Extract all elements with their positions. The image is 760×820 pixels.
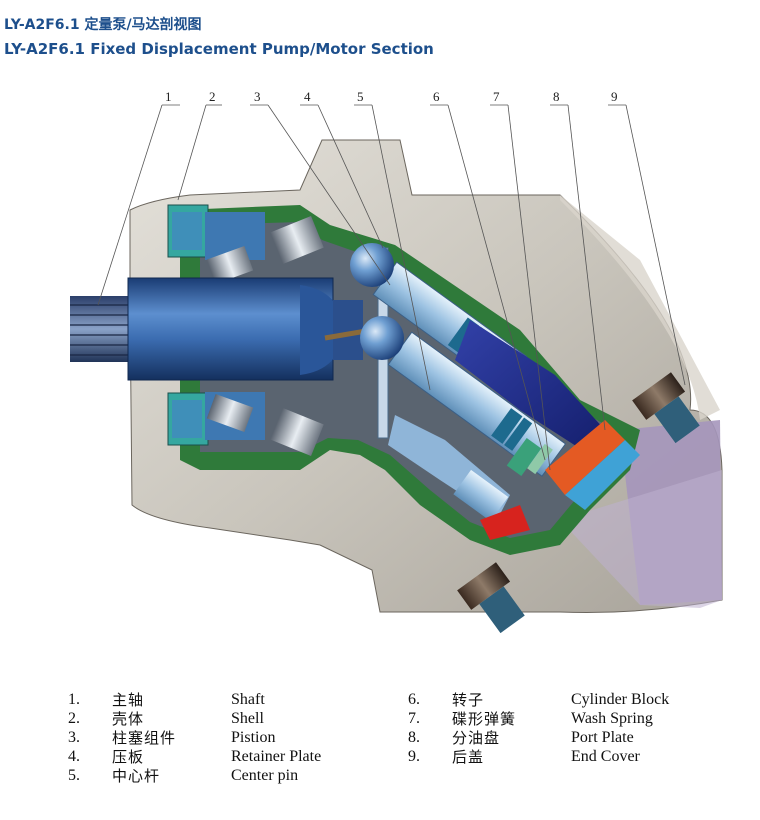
legend-english: End Cover <box>571 748 640 765</box>
legend-chinese: 分油盘 <box>452 729 501 747</box>
callout-5: 5 <box>357 89 364 104</box>
legend-item: 4. 压板 Retainer Plate <box>68 747 368 767</box>
parts-legend: 1. 主轴 Shaft 2. 壳体 Shell 3. 柱塞组件 Pistion … <box>0 690 760 800</box>
legend-item: 3. 柱塞组件 Pistion <box>68 728 368 748</box>
legend-chinese: 柱塞组件 <box>112 729 177 747</box>
legend-item: 5. 中心杆 Center pin <box>68 766 368 786</box>
legend-english: Shaft <box>231 691 265 708</box>
legend-number: 1. <box>68 691 80 708</box>
callout-4: 4 <box>304 89 311 104</box>
callout-2: 2 <box>209 89 216 104</box>
cylinder-block <box>388 320 605 522</box>
section-drawing: 1 2 3 4 5 6 7 8 9 <box>70 89 723 634</box>
legend-english: Port Plate <box>571 729 634 746</box>
legend-english: Retainer Plate <box>231 748 322 765</box>
legend-number: 4. <box>68 748 80 765</box>
legend-chinese: 中心杆 <box>112 767 161 785</box>
legend-item: 1. 主轴 Shaft <box>68 690 368 710</box>
title-english: LY-A2F6.1 Fixed Displacement Pump/Motor … <box>4 40 434 58</box>
callout-numbers: 1 2 3 4 5 6 7 8 9 <box>165 89 618 104</box>
legend-chinese: 主轴 <box>112 691 145 709</box>
callout-3: 3 <box>254 89 261 104</box>
legend-item: 6. 转子 Cylinder Block <box>408 690 728 710</box>
callout-9: 9 <box>611 89 618 104</box>
legend-chinese: 压板 <box>112 748 145 766</box>
callout-1: 1 <box>165 89 172 104</box>
legend-english: Cylinder Block <box>571 691 670 708</box>
legend-number: 5. <box>68 767 80 784</box>
front-bearings <box>167 204 324 457</box>
legend-item: 9. 后盖 End Cover <box>408 747 728 767</box>
legend-item: 8. 分油盘 Port Plate <box>408 728 728 748</box>
legend-item: 2. 壳体 Shell <box>68 709 368 729</box>
legend-number: 6. <box>408 691 420 708</box>
legend-english: Pistion <box>231 729 276 746</box>
title-chinese: LY-A2F6.1 定量泵/马达剖视图 <box>4 17 202 33</box>
legend-number: 9. <box>408 748 420 765</box>
legend-chinese: 后盖 <box>452 748 485 766</box>
legend-chinese: 转子 <box>452 691 485 709</box>
port-plate <box>480 420 640 540</box>
legend-english: Shell <box>231 710 264 727</box>
callout-8: 8 <box>553 89 560 104</box>
wash-spring <box>506 437 553 477</box>
legend-number: 7. <box>408 710 420 727</box>
legend-number: 8. <box>408 729 420 746</box>
legend-number: 3. <box>68 729 80 746</box>
leader-lines <box>97 104 686 471</box>
legend-english: Center pin <box>231 767 299 784</box>
end-cover-bolts <box>457 372 700 634</box>
legend-english: Wash Spring <box>571 710 653 727</box>
legend-number: 2. <box>68 710 80 727</box>
callout-7: 7 <box>493 89 500 104</box>
callout-6: 6 <box>433 89 440 104</box>
legend-chinese: 碟形弹簧 <box>452 710 517 728</box>
legend-chinese: 壳体 <box>112 710 145 728</box>
legend-item: 7. 碟形弹簧 Wash Spring <box>408 709 728 729</box>
shaft <box>70 277 363 381</box>
